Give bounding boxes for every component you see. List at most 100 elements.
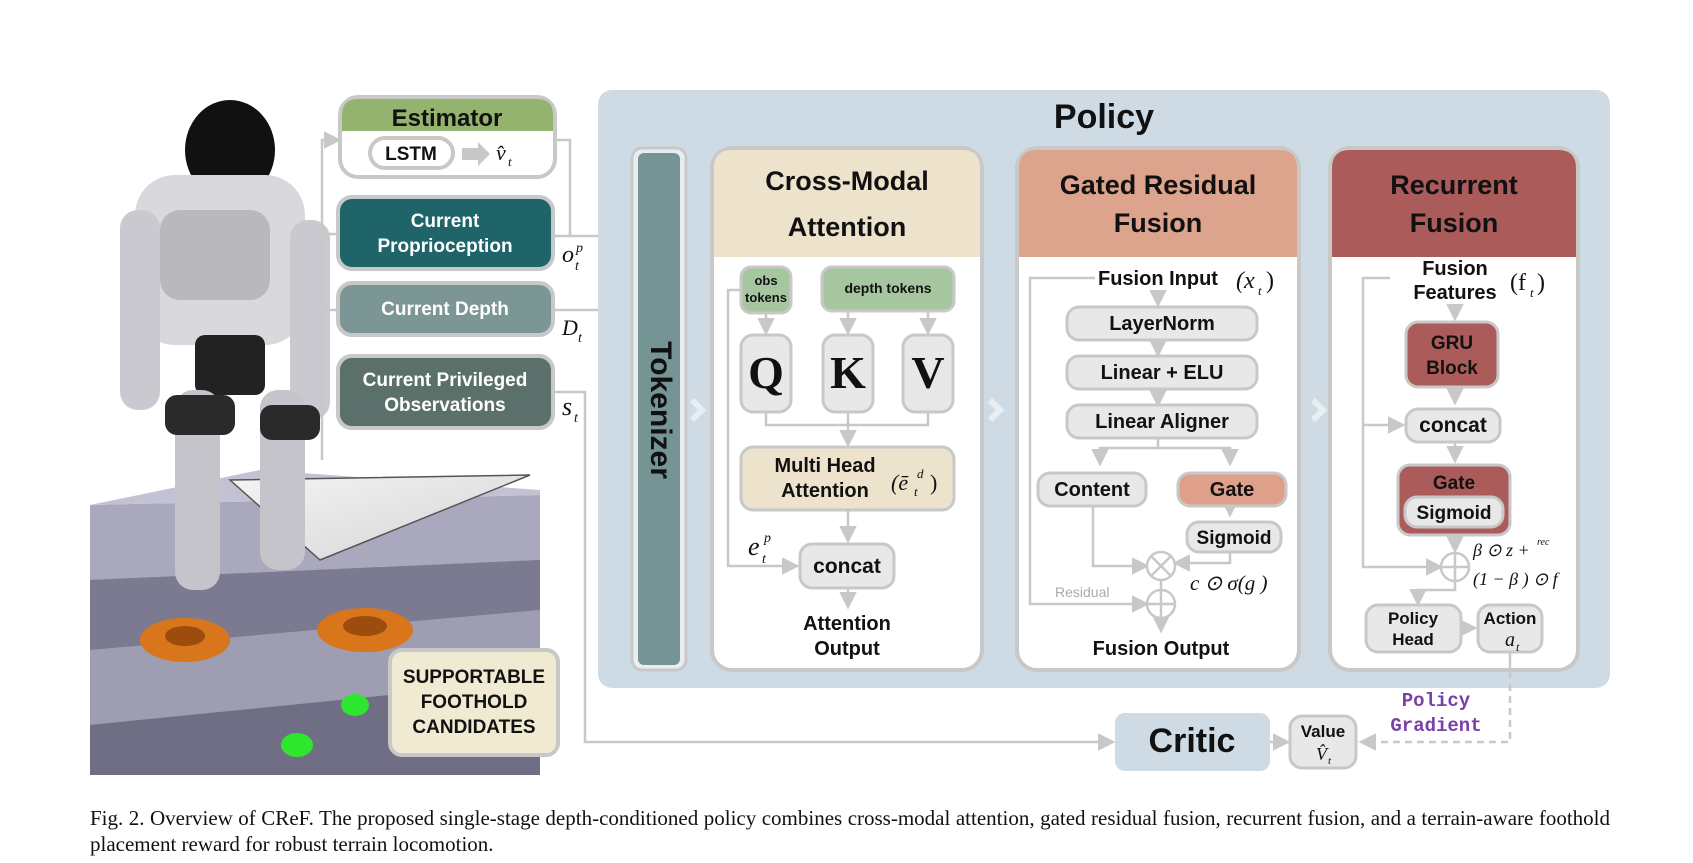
sigmoid-label: Sigmoid	[1197, 528, 1272, 549]
fusion-input-close: )	[1266, 268, 1274, 294]
proprioception-line-2: Proprioception	[377, 236, 512, 257]
d-sub: t	[578, 331, 583, 346]
privileged-observations-block: Current Privileged Observations s t	[336, 354, 579, 430]
linear-elu-label: Linear + ELU	[1101, 362, 1224, 384]
mha-var-close: )	[930, 470, 937, 495]
add-icon	[1145, 588, 1177, 620]
cross-concat-label: concat	[813, 555, 881, 578]
mha-var-sup: d	[917, 466, 924, 481]
policy-gradient-line-2: Gradient	[1390, 715, 1481, 737]
tokenizer-label: Tokenizer	[644, 341, 677, 479]
recurrent-sigmoid-label: Sigmoid	[1417, 503, 1492, 524]
fusion-features-close: )	[1537, 270, 1545, 296]
attention-output-line-1: Attention	[803, 613, 891, 635]
o-sub: t	[575, 259, 580, 274]
fusion-input-var: (x	[1236, 268, 1255, 294]
critic-label: Critic	[1149, 722, 1236, 760]
mha-var: (ē	[891, 470, 909, 495]
recurrent-concat-label: concat	[1419, 414, 1487, 437]
depth-tokens-label: depth tokens	[844, 280, 931, 296]
action-var-sub: t	[1516, 640, 1520, 654]
gated-title-2: Fusion	[1114, 208, 1203, 238]
robot-scene-illustration	[90, 100, 540, 775]
s-sub: t	[574, 411, 579, 426]
gate-label: Gate	[1210, 479, 1254, 501]
gru-line-1: GRU	[1431, 333, 1473, 354]
cross-modal-attention-panel: Cross-Modal Attention obs tokens depth t…	[710, 146, 984, 672]
action-label: Action	[1484, 609, 1537, 628]
velocity-estimate: v̂	[496, 140, 506, 165]
policy-title: Policy	[1054, 98, 1154, 136]
fusion-output-label: Fusion Output	[1093, 638, 1230, 660]
value-label: Value	[1301, 722, 1345, 741]
lstm-label: LSTM	[385, 144, 437, 165]
fusion-features-sub: t	[1530, 285, 1534, 300]
recurrent-fusion-panel: Recurrent Fusion Fusion Features (f t ) …	[1328, 146, 1580, 672]
privileged-line-2: Observations	[384, 395, 505, 416]
foothold-candidates-box: SUPPORTABLE FOOTHOLD CANDIDATES	[388, 648, 560, 757]
fusion-input-sub: t	[1258, 283, 1262, 298]
mha-line-2: Attention	[781, 480, 869, 502]
d-label: D	[561, 315, 578, 340]
recurrent-gate-label: Gate	[1433, 473, 1475, 494]
depth-label: Current Depth	[381, 299, 509, 320]
recurrent-formula-1-sup: rec	[1537, 537, 1550, 548]
chevron-right-icon	[689, 397, 707, 423]
ep-sub: t	[762, 552, 767, 567]
k-label: K	[830, 347, 866, 398]
obs-tokens-line-1: obs	[754, 273, 777, 288]
recurrent-title-1: Recurrent	[1390, 170, 1518, 200]
gated-title-1: Gated Residual	[1060, 170, 1257, 200]
policy-panel: Policy Tokenizer Cross-Modal Attention o…	[598, 90, 1610, 688]
gated-formula: c ⊙ σ(g )	[1190, 571, 1268, 595]
estimator-title: Estimator	[392, 105, 503, 132]
mha-var-sub: t	[914, 484, 918, 499]
obs-tokens-line-2: tokens	[745, 290, 787, 305]
recurrent-title-2: Fusion	[1410, 208, 1499, 238]
foothold-line-1: SUPPORTABLE	[403, 667, 545, 688]
recurrent-formula-1: β ⊙ z +	[1472, 540, 1530, 560]
gru-line-2: Block	[1426, 358, 1478, 379]
q-label: Q	[748, 347, 784, 398]
linear-aligner-label: Linear Aligner	[1095, 411, 1229, 433]
arrow-icon	[462, 142, 490, 166]
ep-sup: p	[763, 531, 771, 546]
recurrent-formula-2: (1 − β ) ⊙ f	[1473, 569, 1561, 590]
value-var-sub: t	[1328, 755, 1332, 767]
o-sup: p	[575, 241, 583, 256]
residual-label: Residual	[1055, 584, 1109, 600]
content-label: Content	[1054, 479, 1130, 501]
chevron-right-icon	[1310, 397, 1328, 423]
proprioception-line-1: Current	[411, 211, 480, 232]
estimator-block: Estimator LSTM v̂ t	[338, 95, 557, 179]
multiply-icon	[1145, 550, 1177, 582]
cross-title-2: Attention	[788, 212, 906, 242]
attention-output-line-2: Output	[814, 638, 880, 660]
proprioception-block: Current Proprioception o p t	[336, 195, 583, 274]
o-label: o	[562, 242, 574, 268]
policy-head-line-1: Policy	[1388, 609, 1439, 628]
policy-head-line-2: Head	[1392, 630, 1434, 649]
fusion-features-line-1: Fusion	[1422, 258, 1488, 280]
layernorm-label: LayerNorm	[1109, 313, 1215, 335]
gated-residual-fusion-panel: Gated Residual Fusion Fusion Input (x t …	[1015, 146, 1301, 672]
fusion-input-label: Fusion Input	[1098, 268, 1218, 290]
value-var: V̂	[1316, 744, 1329, 764]
mha-line-1: Multi Head	[774, 455, 875, 477]
fusion-features-line-2: Features	[1413, 282, 1496, 304]
critic-section: Critic Value V̂ t Policy Gradient	[1115, 672, 1512, 771]
chevron-right-icon	[987, 397, 1005, 423]
s-label: s	[562, 392, 572, 421]
depth-block: Current Depth D t	[336, 281, 583, 346]
foothold-line-3: CANDIDATES	[412, 717, 535, 738]
privileged-line-1: Current Privileged	[363, 370, 528, 391]
add-icon	[1439, 551, 1471, 583]
v-label: V	[911, 347, 944, 398]
action-var: a	[1505, 629, 1515, 651]
ep-label: e	[748, 532, 760, 561]
foothold-line-2: FOOTHOLD	[421, 692, 528, 713]
figure-caption: Fig. 2. Overview of CReF. The proposed s…	[90, 806, 1610, 856]
fusion-features-var: (f	[1510, 270, 1526, 296]
velocity-estimate-sub: t	[508, 154, 512, 169]
